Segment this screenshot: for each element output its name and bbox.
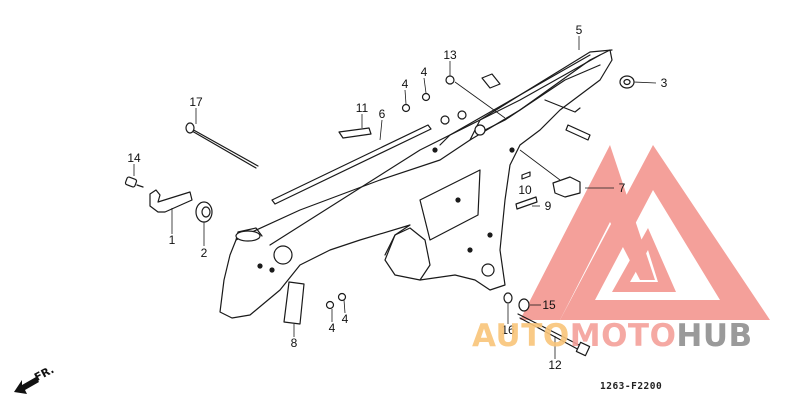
callout-10: 10 [518, 183, 532, 197]
callout-17: 17 [189, 95, 203, 109]
callout-6: 6 [378, 107, 386, 121]
part-9-label [515, 196, 538, 210]
part-15-collar [518, 298, 530, 312]
part-8-plate [283, 281, 305, 325]
part-11-label [338, 127, 372, 139]
watermark-auto: AUTO [472, 318, 570, 354]
part-7-clip [552, 176, 581, 198]
callout-8: 8 [290, 336, 298, 350]
part-12-bolt [517, 313, 591, 357]
callout-7: 7 [618, 181, 626, 195]
callout-13: 13 [443, 48, 457, 62]
watermark-text: AUTOMOTOHUB [472, 318, 753, 354]
callout-1: 1 [168, 233, 176, 247]
part-4-bolts [325, 92, 431, 310]
part-6-rod [271, 124, 432, 205]
watermark-logo-icon [520, 145, 770, 320]
part-1-bracket [149, 189, 193, 213]
callout-11: 11 [355, 101, 369, 115]
callout-12: 12 [548, 358, 562, 372]
leader-lines [133, 36, 657, 359]
part-14-bolt [124, 176, 144, 188]
part-10-label [521, 171, 531, 180]
callout-4d: 4 [341, 312, 349, 326]
catalog-code: 1263-F2200 [600, 381, 663, 392]
part-2-bearing [195, 201, 213, 223]
callout-3: 3 [660, 76, 668, 90]
callout-4a: 4 [401, 77, 409, 91]
part-3-nut [619, 75, 635, 89]
callout-4b: 4 [420, 65, 428, 79]
callout-5: 5 [575, 23, 583, 37]
watermark-moto: MOTO [569, 318, 677, 354]
main-frame [219, 49, 613, 319]
callout-9: 9 [544, 199, 552, 213]
callout-14: 14 [127, 151, 141, 165]
part-17-bolt [185, 122, 259, 169]
callout-2: 2 [200, 246, 208, 260]
callout-16: 16 [501, 323, 515, 337]
callout-4c: 4 [328, 321, 336, 335]
part-13-bolt [445, 75, 455, 85]
callout-15: 15 [542, 298, 556, 312]
front-direction-arrow-icon [14, 377, 39, 394]
watermark-hub: HUB [676, 318, 753, 354]
part-16-washer [503, 292, 513, 304]
